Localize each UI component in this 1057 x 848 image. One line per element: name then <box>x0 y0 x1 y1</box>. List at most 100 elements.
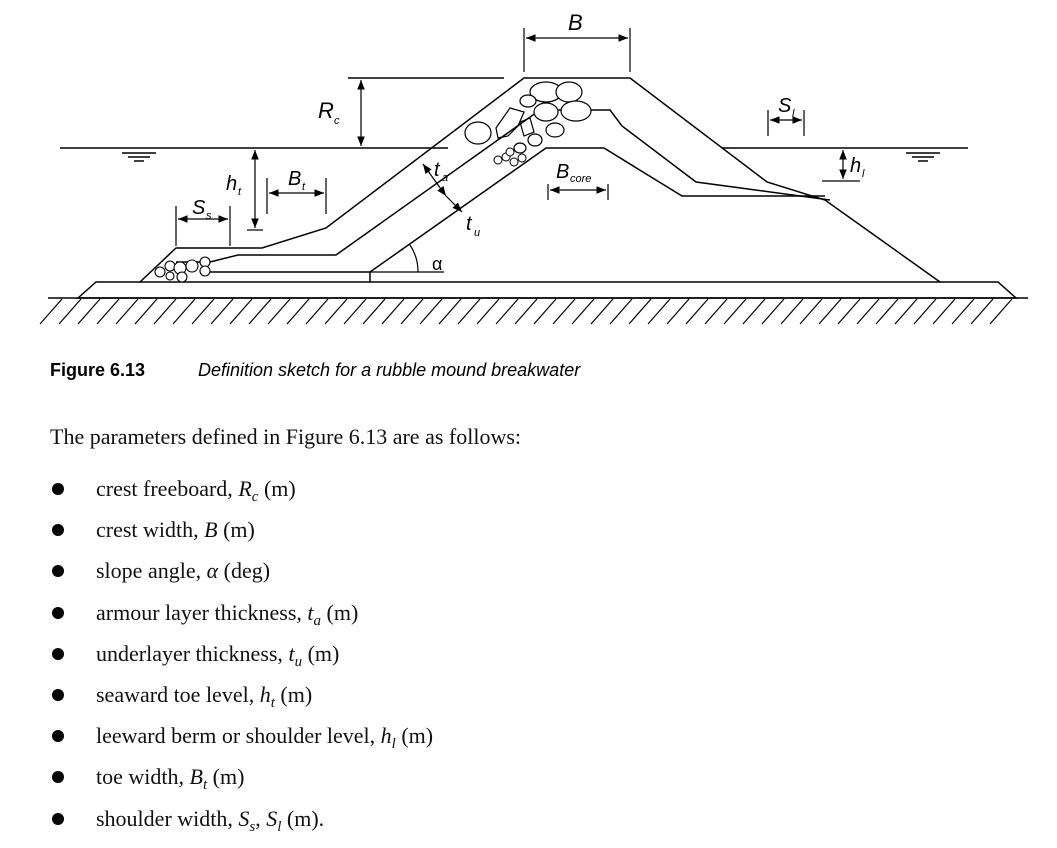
hatch-line <box>191 298 215 325</box>
list-item: armour layer thickness, ta (m) <box>50 592 433 633</box>
seabed-hatching <box>39 298 1013 325</box>
hatch-line <box>324 298 348 325</box>
hatch-line <box>989 298 1013 325</box>
hatch-line <box>533 298 557 325</box>
hatch-line <box>229 298 253 325</box>
list-item: seaward toe level, ht (m) <box>50 674 433 715</box>
intro-text: The parameters defined in Figure 6.13 ar… <box>50 424 522 449</box>
label-seaward-shoulder-sub: s <box>206 210 212 222</box>
bullet-icon <box>52 730 64 743</box>
hatch-line <box>666 298 690 325</box>
hatch-line <box>457 298 481 325</box>
label-leeward-shoulder-sub: l <box>792 108 795 120</box>
hatch-line <box>96 298 120 325</box>
hatch-line <box>419 298 443 325</box>
hatch-line <box>134 298 158 325</box>
alpha-arc <box>409 244 419 273</box>
hatch-line <box>723 298 747 325</box>
bedding-layer <box>76 281 1018 299</box>
hatch-line <box>438 298 462 325</box>
list-item: toe width, Bt (m) <box>50 756 433 797</box>
label-core-width: B <box>556 161 569 183</box>
water-level-symbol-right <box>906 152 940 162</box>
hatch-line <box>970 298 994 325</box>
hatch-line <box>856 298 880 325</box>
hatch-line <box>286 298 310 325</box>
hatch-line <box>685 298 709 325</box>
core-outline <box>205 147 825 273</box>
hatch-line <box>818 298 842 325</box>
underlayer-stones-crest <box>493 147 527 167</box>
bullet-icon <box>52 812 64 825</box>
label-toe-width: B <box>288 168 301 190</box>
hatch-line <box>932 298 956 325</box>
label-toe-level-sub: t <box>238 186 242 198</box>
bullet-icon <box>52 483 64 495</box>
hatch-line <box>761 298 785 325</box>
water-level-symbol-left <box>122 152 156 162</box>
underlayer-thickness-arrow <box>445 195 463 213</box>
hatch-line <box>628 298 652 325</box>
figure-title: Definition sketch for a rubble mound bre… <box>198 360 581 380</box>
hatch-line <box>400 298 424 325</box>
label-crest-freeboard-sub: c <box>334 115 340 127</box>
hatch-line <box>571 298 595 325</box>
hatch-line <box>704 298 728 325</box>
hatch-line <box>799 298 823 325</box>
bullet-icon <box>52 688 64 701</box>
hatch-line <box>590 298 614 325</box>
hatch-line <box>381 298 405 325</box>
hatch-line <box>647 298 671 325</box>
bullet-icon <box>52 771 64 784</box>
label-leeward-level: h <box>850 155 861 177</box>
list-item: shoulder width, Ss, Sl (m). <box>50 798 433 839</box>
parameter-list: crest freeboard, Rc (m) crest width, B (… <box>50 468 433 839</box>
label-leeward-level-sub: l <box>862 168 865 180</box>
hatch-line <box>780 298 804 325</box>
hatch-line <box>153 298 177 325</box>
hatch-line <box>514 298 538 325</box>
label-armour-thickness-sub: a <box>442 172 448 184</box>
list-item: underlayer thickness, tu (m) <box>50 633 433 674</box>
hatch-line <box>305 298 329 325</box>
hatch-line <box>343 298 367 325</box>
hatch-line <box>837 298 861 325</box>
figure-number: Figure 6.13 <box>50 360 146 380</box>
hatch-line <box>875 298 899 325</box>
hatch-line <box>476 298 500 325</box>
bullet-icon <box>52 606 64 619</box>
hatch-line <box>39 298 63 325</box>
label-crest-freeboard: R <box>318 98 334 123</box>
label-underlayer-thickness: t <box>466 213 473 235</box>
hatch-line <box>248 298 272 325</box>
armour-outline <box>139 77 941 283</box>
list-item: leeward berm or shoulder level, hl (m) <box>50 715 433 756</box>
armour-thickness-arrow <box>422 163 447 197</box>
label-armour-thickness: t <box>434 159 441 181</box>
hatch-line <box>362 298 386 325</box>
figure-caption: Figure 6.13 Definition sketch for a rubbl… <box>50 360 580 381</box>
hatch-line <box>210 298 234 325</box>
label-seaward-shoulder: S <box>192 197 206 219</box>
label-toe-width-sub: t <box>302 181 306 193</box>
hatch-line <box>115 298 139 325</box>
label-toe-level: h <box>226 173 237 195</box>
hatch-line <box>894 298 918 325</box>
list-item: crest width, B (m) <box>50 509 433 550</box>
hatch-line <box>609 298 633 325</box>
toe-stones <box>154 256 211 283</box>
hatch-line <box>267 298 291 325</box>
armour-rocks <box>464 81 592 154</box>
hatch-line <box>58 298 82 325</box>
label-underlayer-thickness-sub: u <box>474 227 480 239</box>
hatch-line <box>951 298 975 325</box>
bullet-icon <box>52 524 64 537</box>
label-leeward-shoulder: S <box>778 95 792 117</box>
label-slope-angle: α <box>432 254 442 274</box>
bullet-icon <box>52 647 64 660</box>
breakwater-definition-sketch: B R c h t B t S s t a t u B core S l h l… <box>39 10 1028 325</box>
hatch-line <box>913 298 937 325</box>
list-item: slope angle, α (deg) <box>50 550 433 591</box>
label-core-width-sub: core <box>570 173 591 185</box>
underlayer-outline <box>176 109 831 263</box>
